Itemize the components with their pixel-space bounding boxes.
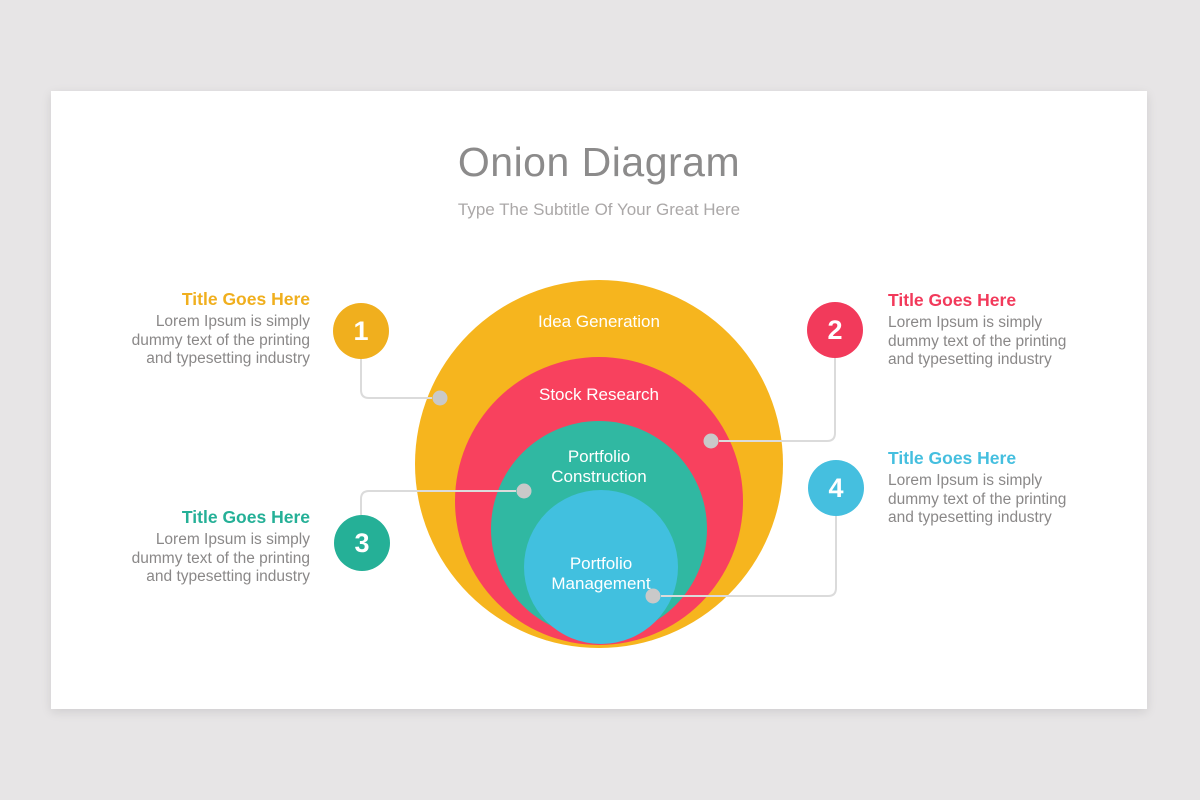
callout-4-title: Title Goes Here — [888, 448, 1017, 468]
callout-1-title: Title Goes Here — [181, 289, 310, 309]
connector-line-3 — [360, 490, 516, 515]
callout-3-body: Lorem Ipsum is simply dummy text of the … — [131, 531, 310, 585]
callout-3-title: Title Goes Here — [181, 507, 310, 527]
connector-dot-3 — [516, 483, 532, 499]
onion-label-portfolio-management: Portfolio Management — [551, 554, 651, 593]
page-title: Onion Diagram — [457, 139, 741, 185]
marker-1-number: 1 — [353, 315, 369, 346]
callout-1-body: Lorem Ipsum is simply dummy text of the … — [131, 313, 310, 367]
callout-3: Title Goes Here Lorem Ipsum is simply du… — [105, 506, 310, 587]
page-subtitle: Type The Subtitle Of Your Great Here — [457, 200, 741, 219]
callout-4: Title Goes Here Lorem Ipsum is simply du… — [888, 447, 1103, 528]
marker-4: 4 — [808, 460, 864, 516]
marker-3: 3 — [334, 515, 390, 571]
connector-lines — [360, 358, 837, 604]
onion-label-idea-generation: Idea Generation — [538, 312, 660, 331]
connector-line-1 — [360, 359, 432, 399]
callout-2: Title Goes Here Lorem Ipsum is simply du… — [888, 289, 1103, 370]
connector-dot-1 — [432, 390, 448, 406]
marker-2: 2 — [807, 302, 863, 358]
marker-1: 1 — [333, 303, 389, 359]
connector-dot-4 — [645, 588, 661, 604]
callout-2-title: Title Goes Here — [888, 290, 1017, 310]
callout-1: Title Goes Here Lorem Ipsum is simply du… — [105, 288, 310, 369]
connector-line-4 — [661, 516, 837, 597]
marker-4-number: 4 — [828, 472, 844, 503]
onion-layer-inner — [524, 490, 678, 644]
callout-2-body: Lorem Ipsum is simply dummy text of the … — [888, 314, 1067, 368]
marker-3-number: 3 — [354, 527, 370, 558]
onion-label-portfolio-construction: Portfolio Construction — [551, 447, 647, 486]
callout-4-body: Lorem Ipsum is simply dummy text of the … — [888, 472, 1067, 526]
slide: Onion Diagram Type The Subtitle Of Your … — [51, 91, 1147, 709]
connector-line-2 — [719, 358, 836, 442]
connector-dot-2 — [703, 433, 719, 449]
marker-2-number: 2 — [827, 314, 843, 345]
onion-label-stock-research: Stock Research — [539, 385, 659, 404]
